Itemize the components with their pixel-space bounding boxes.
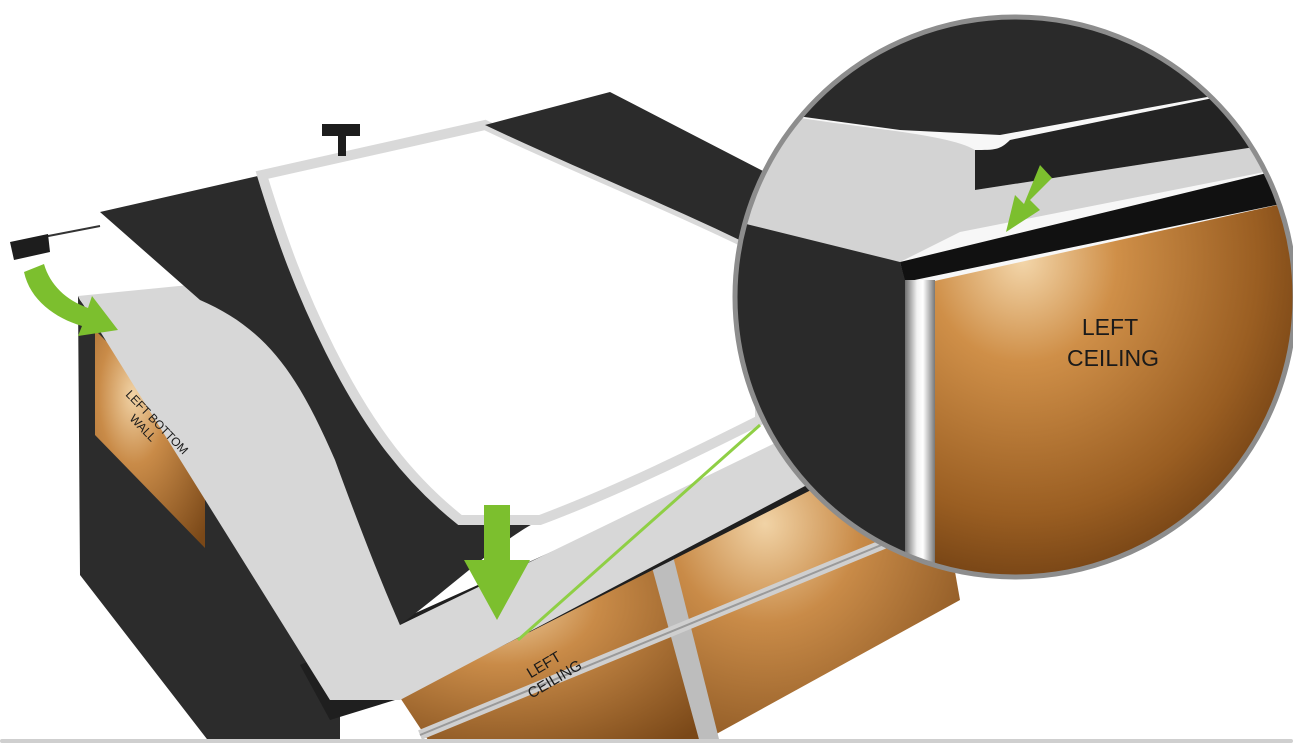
- bottom-divider: [0, 739, 1293, 743]
